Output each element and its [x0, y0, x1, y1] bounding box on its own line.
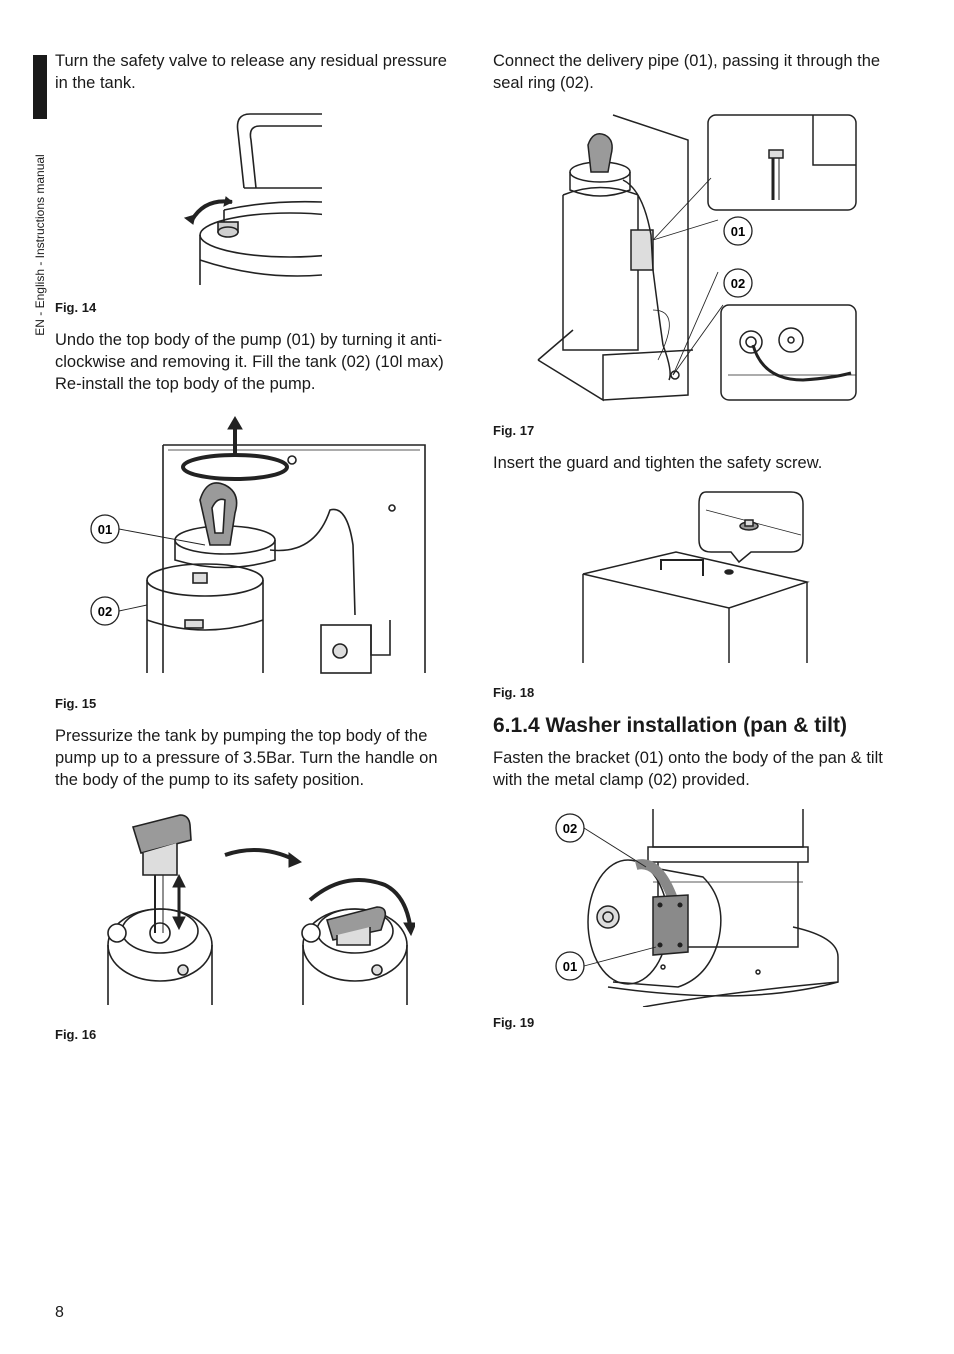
figure-14-caption: Fig. 14 — [55, 300, 97, 315]
figure-15-callout-01: 01 — [98, 522, 112, 537]
figure-18-guard — [582, 491, 810, 663]
side-label: EN - English - Instructions manual — [33, 154, 47, 336]
paragraph-safety-valve: Turn the safety valve to release any res… — [55, 52, 447, 92]
figure-19-caption: Fig. 19 — [493, 1015, 535, 1030]
figure-17-delivery-pipe: 01 02 — [537, 114, 857, 402]
paragraph-insert-guard: Insert the guard and tighten the safety … — [493, 454, 823, 472]
figure-16-caption: Fig. 16 — [55, 1027, 97, 1042]
figure-17-caption: Fig. 17 — [493, 423, 535, 438]
page-number: 8 — [55, 1304, 64, 1321]
figure-17-callout-01: 01 — [731, 224, 745, 239]
figure-15-caption: Fig. 15 — [55, 696, 97, 711]
section-title: 6.1.4 Washer installation (pan & tilt) — [493, 714, 847, 737]
paragraph-undo-top-body: Undo the top body of the pump (01) by tu… — [55, 331, 444, 393]
paragraph-pressurize: Pressurize the tank by pumping the top b… — [55, 727, 438, 789]
figure-16-pressurize-pump — [107, 814, 415, 1005]
figure-19-bracket-install: 02 01 — [555, 809, 839, 1007]
figure-18-caption: Fig. 18 — [493, 685, 535, 700]
language-tab-marker — [33, 55, 47, 119]
figure-19-callout-01: 01 — [563, 959, 577, 974]
figure-15-pump-refill: 01 02 — [90, 416, 426, 674]
figure-17-callout-02: 02 — [731, 276, 745, 291]
paragraph-connect-delivery-pipe: Connect the delivery pipe (01), passing … — [493, 52, 881, 92]
paragraph-fasten-bracket: Fasten the bracket (01) onto the body of… — [493, 749, 883, 789]
figure-19-callout-02: 02 — [563, 821, 577, 836]
figure-15-callout-02: 02 — [98, 604, 112, 619]
figure-14-safety-valve — [183, 110, 330, 285]
